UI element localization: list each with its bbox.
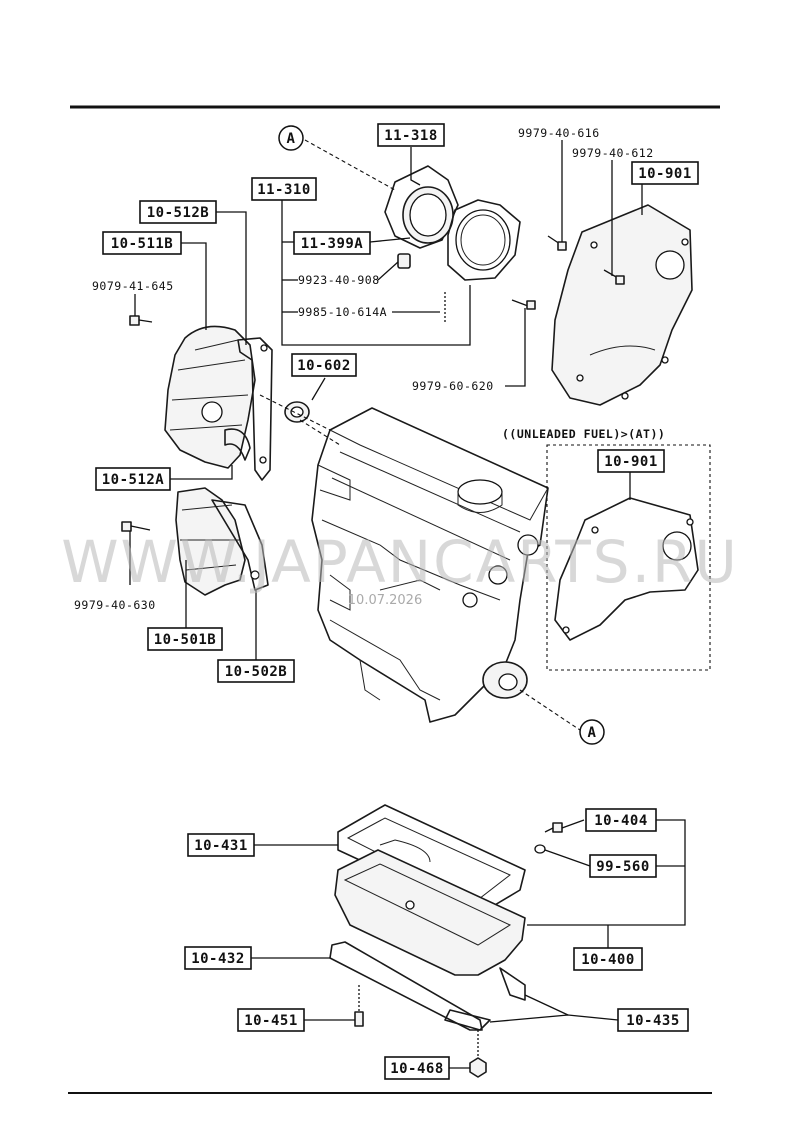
leader-lines <box>129 139 686 1069</box>
label-9979-40-630: 9979-40-630 <box>74 598 156 612</box>
rear-seal-cover-11-318-illustration <box>384 165 459 249</box>
oil-seal-10-602-illustration <box>284 401 310 423</box>
nut-10-468-illustration <box>469 1030 487 1078</box>
svg-text:A: A <box>588 725 597 741</box>
engine-block-illustration <box>311 407 549 723</box>
svg-text:10-432: 10-432 <box>191 951 245 967</box>
svg-text:10-404: 10-404 <box>594 813 648 829</box>
callout-10-511b: 10-511B <box>102 231 182 255</box>
svg-text:10-451: 10-451 <box>244 1013 298 1029</box>
ref-circle-a-bottom: A <box>579 719 605 745</box>
svg-text:11-310: 11-310 <box>257 182 311 198</box>
callout-10-502b: 10-502B <box>217 659 295 683</box>
callout-10-400: 10-400 <box>573 947 643 971</box>
oil-pan-10-400-illustration <box>334 839 526 976</box>
svg-text:10-511B: 10-511B <box>111 236 174 252</box>
callout-10-432: 10-432 <box>184 946 252 970</box>
label-9079-41-645: 9079-41-645 <box>92 279 174 293</box>
callout-10-468: 10-468 <box>384 1056 450 1080</box>
bolt-10-451-illustration <box>354 985 364 1027</box>
callout-10-512b: 10-512B <box>139 200 217 224</box>
callout-10-901-top: 10-901 <box>631 161 699 185</box>
callout-11-399a: 11-399A <box>293 231 371 255</box>
callout-11-318: 11-318 <box>377 123 445 147</box>
lower-timing-cover-illustration <box>175 487 269 596</box>
end-plate-at-10-901-illustration <box>554 497 699 641</box>
bolt-9979-40-612-illustration <box>603 269 625 285</box>
svg-text:10-502B: 10-502B <box>225 664 288 680</box>
timing-cover-gasket-illustration <box>237 337 273 481</box>
svg-text:10-901: 10-901 <box>638 166 692 182</box>
callout-10-431: 10-431 <box>187 833 255 857</box>
unleaded-at-variant-frame <box>546 444 711 671</box>
drain-bolt-10-404-illustration <box>544 822 563 833</box>
svg-text:A: A <box>287 131 296 147</box>
svg-text:11-399A: 11-399A <box>301 236 364 252</box>
drain-washer-99-560-illustration <box>534 844 546 854</box>
callout-99-560: 99-560 <box>589 854 657 878</box>
watermark-date: 10.07.2026 <box>348 593 422 608</box>
callout-10-435: 10-435 <box>617 1008 689 1032</box>
end-plate-10-901-illustration <box>551 204 693 406</box>
variant-note-unleaded-at: ((UNLEADED FUEL)>(AT)) <box>502 427 665 441</box>
svg-text:10-400: 10-400 <box>581 952 635 968</box>
label-9985-10-614a: 9985-10-614A <box>298 305 387 319</box>
svg-text:11-318: 11-318 <box>384 128 438 144</box>
svg-text:10-431: 10-431 <box>194 838 248 854</box>
svg-text:10-435: 10-435 <box>626 1013 680 1029</box>
ref-circle-a-top: A <box>278 125 304 151</box>
callout-10-602: 10-602 <box>291 353 357 377</box>
label-9923-40-908: 9923-40-908 <box>298 273 380 287</box>
bolt-9079-41-645-illustration <box>129 315 153 326</box>
bolt-9979-40-630-illustration <box>121 521 151 532</box>
label-9979-40-612: 9979-40-612 <box>572 146 654 160</box>
stiffener-10-435-illustration <box>444 967 526 1031</box>
callout-10-512a: 10-512A <box>95 467 171 491</box>
svg-text:10-512B: 10-512B <box>147 205 210 221</box>
bolt-9979-40-616-illustration <box>547 235 567 251</box>
label-9979-60-620: 9979-60-620 <box>412 379 494 393</box>
label-9979-40-616: 9979-40-616 <box>518 126 600 140</box>
watermark-text: WWW.JAPANCARTS.RU <box>61 528 739 596</box>
callout-10-451: 10-451 <box>237 1008 305 1032</box>
svg-text:10-501B: 10-501B <box>154 632 217 648</box>
svg-text:10-468: 10-468 <box>390 1061 444 1077</box>
svg-text:10-901: 10-901 <box>604 454 658 470</box>
dowel-9923-40-908-illustration <box>397 253 411 269</box>
svg-text:99-560: 99-560 <box>596 859 650 875</box>
svg-text:10-512A: 10-512A <box>102 472 165 488</box>
callout-10-501b: 10-501B <box>147 627 223 651</box>
callout-10-901-at: 10-901 <box>597 449 665 473</box>
oil-seal-11-399A-illustration <box>447 199 521 281</box>
bolt-9979-60-620-illustration <box>511 299 536 310</box>
svg-text:10-602: 10-602 <box>297 358 351 374</box>
callout-11-310: 11-310 <box>251 177 317 201</box>
upper-timing-cover-illustration <box>164 325 256 469</box>
callout-10-404: 10-404 <box>585 808 657 832</box>
